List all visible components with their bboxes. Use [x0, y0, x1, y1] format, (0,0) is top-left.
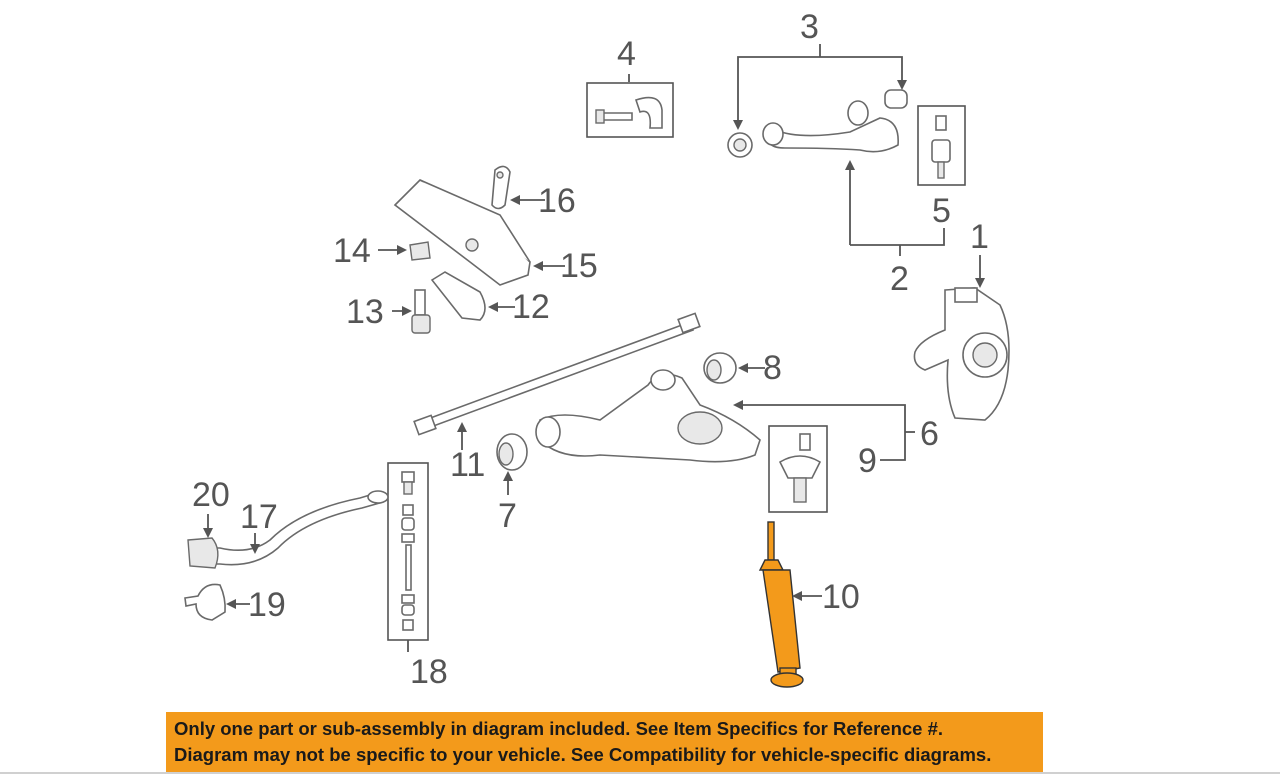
part-16-link [491, 165, 545, 210]
callout-1: 1 [970, 218, 989, 256]
part-10-shock-absorber [758, 521, 822, 688]
callout-7: 7 [498, 497, 517, 535]
part-14-bumper [378, 241, 431, 261]
callout-15: 15 [560, 247, 598, 285]
callout-18: 18 [410, 653, 448, 691]
part-1-steering-knuckle [913, 255, 1010, 421]
part-5-upper-ball-joint [917, 105, 966, 186]
callout-2: 2 [890, 260, 909, 298]
callout-9: 9 [858, 442, 877, 480]
callout-16: 16 [538, 182, 576, 220]
part-17-stabilizer-bar [199, 490, 389, 566]
callout-20: 20 [192, 476, 230, 514]
part-3-upper-arm [727, 44, 908, 245]
part-7-bushing [496, 433, 528, 495]
callout-14: 14 [333, 232, 371, 270]
part-9-lower-ball-joint [768, 425, 828, 513]
part-11-torsion-bar [413, 312, 701, 450]
callout-11: 11 [450, 446, 485, 484]
notice-line-1: Only one part or sub-assembly in diagram… [174, 718, 944, 739]
callout-8: 8 [763, 349, 782, 387]
callout-4: 4 [617, 35, 636, 73]
callout-6: 6 [920, 415, 939, 453]
part-18-stabilizer-link-kit [387, 462, 429, 652]
callout-3: 3 [800, 8, 819, 46]
notice-banner: Only one part or sub-assembly in diagram… [166, 712, 1043, 774]
part-4-bolt-kit [586, 74, 674, 138]
callout-19: 19 [248, 586, 286, 624]
callout-12: 12 [512, 288, 550, 326]
leader-2 [850, 228, 945, 246]
callout-17: 17 [240, 498, 278, 536]
callout-10: 10 [822, 578, 860, 616]
notice-line-2: Diagram may not be specific to your vehi… [174, 744, 992, 765]
bottom-divider [0, 772, 1280, 774]
part-13-bolt [392, 289, 431, 334]
part-15-frame-bracket [393, 179, 565, 286]
part-8-bushing [703, 352, 765, 384]
part-19-bushing-clamp [184, 583, 250, 621]
part-12-cam [430, 271, 515, 321]
callout-13: 13 [346, 293, 384, 331]
part-20-stabilizer-bushing [187, 514, 219, 569]
part-6-lower-control-arm [535, 369, 915, 463]
callout-5: 5 [932, 192, 951, 230]
